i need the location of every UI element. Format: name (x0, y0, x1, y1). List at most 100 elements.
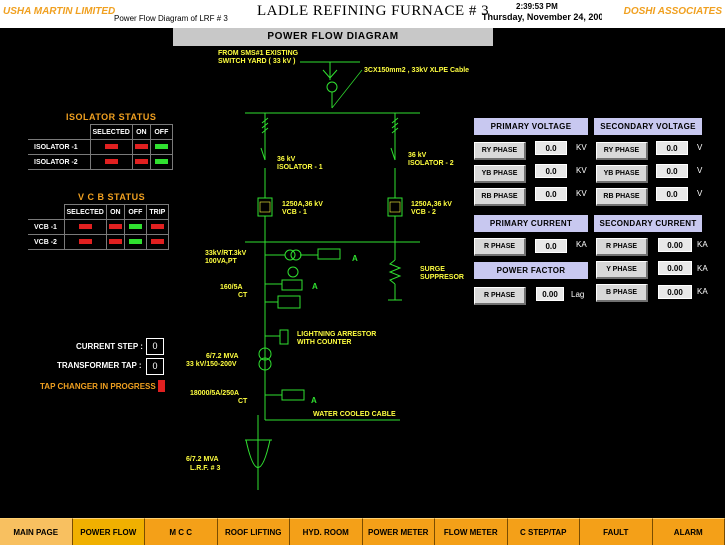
source-label: FROM SMS#1 EXISTING (218, 50, 299, 57)
arrestor-label: LIGHTNING ARRESTOR (297, 331, 377, 338)
primary-ry-phase-button[interactable]: RY PHASE (474, 142, 526, 160)
transformer-rating: 6/7.2 MVA (206, 353, 239, 360)
primary-voltage-title: PRIMARY VOLTAGE (474, 118, 588, 135)
vcb-1-label: VCB - 1 (282, 209, 307, 216)
nav-hyd-room[interactable]: HYD. ROOM (290, 518, 363, 545)
secondary-current-y-phase-button[interactable]: Y PHASE (596, 261, 648, 279)
transformer-voltage: 33 kV/150-200V (186, 361, 237, 368)
vcb-1-rating: 1250A,36 kV (282, 201, 323, 208)
secondary-ry-value: 0.0 (656, 141, 688, 155)
single-line-diagram (245, 61, 420, 490)
isolator-row: ISOLATOR -2 (28, 154, 173, 170)
power-factor-value: 0.00 (536, 287, 564, 301)
isolator-name: ISOLATOR -1 (28, 139, 91, 155)
primary-yb-value: 0.0 (535, 164, 567, 178)
power-factor-title: POWER FACTOR (474, 262, 588, 279)
nav-main-page[interactable]: MAIN PAGE (0, 518, 73, 545)
nav-power-meter[interactable]: POWER METER (362, 518, 435, 545)
ct-2-label: CT (238, 398, 248, 405)
primary-ry-unit: KV (576, 143, 587, 152)
ct-1-label: CT (238, 292, 248, 299)
secondary-current-r-unit: KA (697, 240, 708, 249)
vcb-2-on-lamp (108, 238, 122, 244)
vcb-1-trip-lamp (150, 223, 164, 229)
nav-roof-lifting[interactable]: ROOF LIFTING (217, 518, 290, 545)
primary-yb-phase-button[interactable]: YB PHASE (474, 165, 526, 183)
secondary-rb-unit: V (697, 189, 703, 198)
nav-mcc[interactable]: M C C (145, 518, 218, 545)
vendor-block: DOSHI ASSOCIATES (602, 0, 725, 28)
secondary-ry-phase-button[interactable]: RY PHASE (596, 142, 648, 160)
col-selected: SELECTED (89, 124, 133, 140)
isolator-name: ISOLATOR -2 (28, 154, 91, 170)
secondary-current-r-phase-button[interactable]: R PHASE (596, 238, 648, 256)
company-name: USHA MARTIN LIMITED (3, 6, 116, 17)
secondary-rb-phase-button[interactable]: RB PHASE (596, 188, 648, 206)
vcb-row: VCB -1 (28, 219, 169, 235)
amp-label-2: A (312, 282, 318, 291)
primary-ry-value: 0.0 (535, 141, 567, 155)
primary-current-r-phase-button[interactable]: R PHASE (474, 238, 526, 256)
nav-alarm[interactable]: ALARM (652, 518, 725, 545)
surge-label: SURGE (420, 266, 445, 273)
power-factor-r-phase-button[interactable]: R PHASE (474, 287, 526, 305)
incoming-ct (326, 81, 338, 93)
nav-flow-meter[interactable]: FLOW METER (435, 518, 508, 545)
ct-1-rating: 160/5A (220, 284, 243, 291)
page-subtitle: Power Flow Diagram of LRF # 3 (114, 14, 228, 23)
surge-label-2: SUPPRESOR (420, 274, 464, 281)
tap-changer-label: TAP CHANGER IN PROGRESS (40, 382, 156, 391)
primary-rb-unit: KV (576, 189, 587, 198)
nav-power-flow[interactable]: POWER FLOW (72, 518, 145, 545)
current-step-value: 0 (146, 338, 164, 355)
pt-rating: 33kV/RT.3kV (205, 250, 247, 257)
vcb-2-selected-lamp (78, 238, 92, 244)
secondary-ry-unit: V (697, 143, 703, 152)
vcb-1-off-lamp (128, 223, 142, 229)
transformer-secondary (258, 357, 272, 371)
vcb-status-table: SELECTED ON OFF TRIP VCB -1 VCB -2 (28, 204, 169, 250)
isolator-2-on-lamp (134, 158, 148, 164)
primary-rb-value: 0.0 (535, 187, 567, 201)
arrestor-label-2: WITH COUNTER (297, 339, 352, 346)
vcb-name: VCB -1 (28, 219, 65, 235)
isolator-1-on-lamp (134, 143, 148, 149)
nav-fault[interactable]: FAULT (580, 518, 653, 545)
clock-time: 2:39:53 PM (516, 2, 558, 11)
primary-current-r-value: 0.0 (535, 239, 567, 253)
isolator-2-selected-lamp (104, 158, 118, 164)
pt-label: 100VA,PT (205, 258, 237, 265)
secondary-rb-value: 0.0 (656, 187, 688, 201)
primary-rb-phase-button[interactable]: RB PHASE (474, 188, 526, 206)
cable-wcc-label: WATER COOLED CABLE (313, 411, 396, 418)
nav-c-step-tap[interactable]: C STEP/TAP (507, 518, 580, 545)
secondary-current-b-phase-button[interactable]: B PHASE (596, 284, 648, 302)
clock-date: Thursday, November 24, 200! (482, 12, 607, 22)
isolator-status-title: ISOLATOR STATUS (66, 112, 157, 122)
vcb-2-trip-lamp (150, 238, 164, 244)
isolator-1-off-lamp (154, 143, 168, 149)
incoming-arrow (322, 69, 338, 79)
vcb-1-on-lamp (108, 223, 122, 229)
lrf-rating: 6/7.2 MVA (186, 456, 219, 463)
isolator-2-label: ISOLATOR - 2 (408, 160, 454, 167)
vcb-row: VCB -2 (28, 234, 169, 250)
col-off: OFF (149, 124, 173, 140)
isolator-1-rating: 36 kV (277, 156, 296, 163)
vcb-name: VCB -2 (28, 234, 65, 250)
bottom-nav: MAIN PAGE POWER FLOW M C C ROOF LIFTING … (0, 518, 725, 545)
transformer-primary (258, 347, 272, 361)
isolator-1-selected-lamp (104, 143, 118, 149)
secondary-current-r-value: 0.00 (658, 238, 692, 252)
page-title: LADLE REFINING FURNACE # 3 (257, 3, 490, 19)
isolator-1-label: ISOLATOR - 1 (277, 164, 323, 171)
amp-label-1: A (352, 254, 358, 263)
secondary-yb-phase-button[interactable]: YB PHASE (596, 165, 648, 183)
isolator-2-off-lamp (154, 158, 168, 164)
cable-label: 3CX150mm2 , 33kV XLPE Cable (364, 67, 470, 74)
lrf-label: L.R.F. # 3 (190, 465, 221, 472)
power-factor-unit: Lag (571, 290, 585, 299)
vcb-1-selected-lamp (78, 223, 92, 229)
vcb-2-rating: 1250A,36 kV (411, 201, 452, 208)
secondary-current-y-unit: KA (697, 264, 708, 273)
